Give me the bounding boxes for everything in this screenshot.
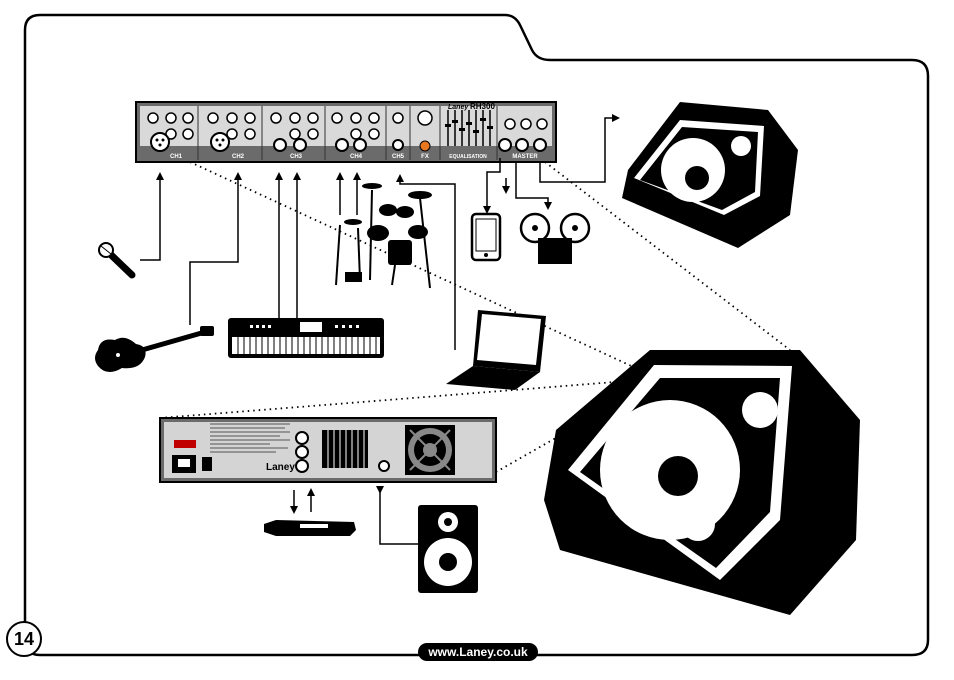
channel-label: CH5	[392, 154, 405, 160]
channel-label: FX	[421, 154, 429, 160]
drum-kit-icon	[335, 183, 432, 289]
channel-label: CH3	[290, 154, 303, 160]
channel-label: CH4	[350, 154, 363, 160]
graphic-eq-sliders	[447, 110, 491, 146]
stage-monitor-small-icon	[622, 102, 798, 248]
dotted-link-lines	[159, 161, 791, 473]
arrow-icon	[156, 114, 620, 514]
footer-url-link[interactable]: www.Laney.co.uk	[418, 643, 538, 661]
stage-monitor-large-icon	[544, 350, 860, 615]
amp-rear-panel: Laney	[159, 417, 497, 483]
mixer-brand-label: Laney	[448, 104, 469, 111]
channel-label: CH1	[170, 154, 183, 160]
phone-icon	[470, 212, 502, 262]
microphone-icon	[98, 242, 136, 279]
laptop-icon	[446, 310, 546, 390]
mixer-front-panel: Laney RH300 CH1 CH2 CH3 CH4 CH5 FX EQUAL…	[135, 101, 557, 163]
mixer-model-label: RH300	[470, 102, 495, 111]
bass-guitar-icon	[95, 326, 214, 373]
tape-recorder-icon	[519, 212, 591, 264]
extension-speaker-icon	[418, 505, 478, 593]
channel-label: EQUALISATION	[449, 154, 487, 160]
channel-label: MASTER	[512, 154, 538, 160]
effects-unit-icon	[264, 520, 356, 536]
rear-panel-brand-label: Laney	[266, 462, 295, 473]
keyboard-icon	[228, 318, 384, 358]
page-number: 14	[6, 621, 42, 657]
channel-label: CH2	[232, 154, 245, 160]
xlr-input-icon	[150, 132, 230, 152]
